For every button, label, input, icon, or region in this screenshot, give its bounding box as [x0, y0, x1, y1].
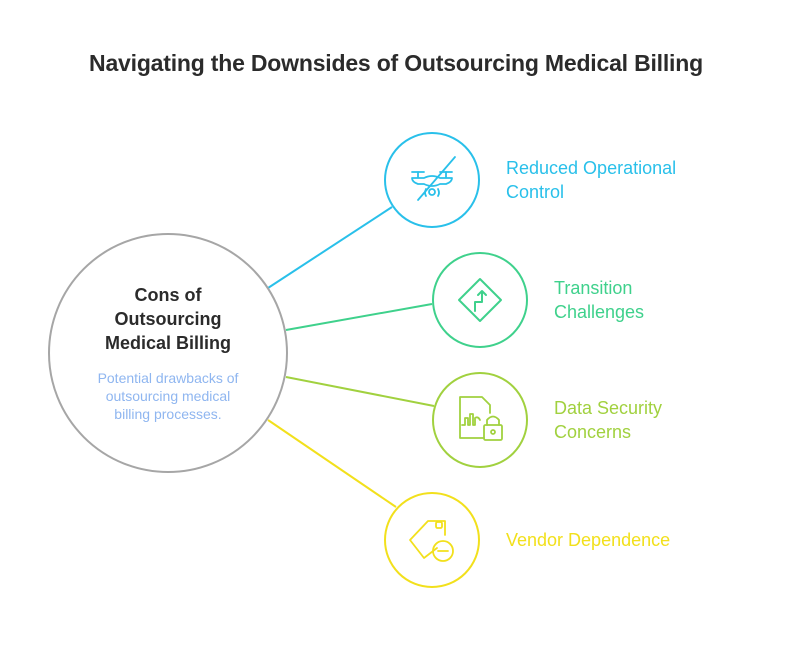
node-reduced-control [384, 132, 480, 228]
drone-off-icon [411, 156, 456, 201]
central-title-line: Medical Billing [104, 333, 232, 353]
page-title: Navigating the Downsides of Outsourcing … [89, 50, 703, 76]
central-title: Cons of Outsourcing Medical Billing [68, 283, 268, 355]
label-transition: Transition Challenges [554, 276, 644, 324]
connector-reduced-control [267, 206, 393, 289]
label-vendor: Vendor Dependence [506, 528, 670, 552]
central-title-line: Outsourcing [114, 309, 222, 329]
label-line: Vendor Dependence [506, 530, 671, 550]
central-description: Potential drawbacks of outsourcing medic… [78, 369, 258, 423]
central-desc-line: billing processes. [114, 406, 222, 422]
label-line: Concerns [554, 422, 632, 442]
node-transition [432, 252, 528, 348]
label-line: Reduced Operational [506, 158, 677, 178]
label-line: Data Security [554, 398, 663, 418]
label-reduced-control: Reduced Operational Control [506, 156, 676, 204]
connector-vendor [267, 419, 397, 508]
central-desc-line: outsourcing medical [105, 388, 231, 404]
node-vendor [384, 492, 480, 588]
central-node [48, 233, 288, 473]
label-line: Control [506, 182, 565, 202]
central-title-line: Cons of [134, 285, 202, 305]
central-desc-line: Potential drawbacks of [97, 370, 239, 386]
connector-transition [285, 303, 433, 331]
connector-data-security [285, 376, 435, 407]
secure-document-icon [459, 396, 503, 441]
label-data-security: Data Security Concerns [554, 396, 662, 444]
tag-minus-icon [409, 520, 454, 562]
label-line: Transition [554, 278, 633, 298]
label-line: Challenges [554, 302, 645, 322]
turn-sign-icon [458, 278, 502, 322]
